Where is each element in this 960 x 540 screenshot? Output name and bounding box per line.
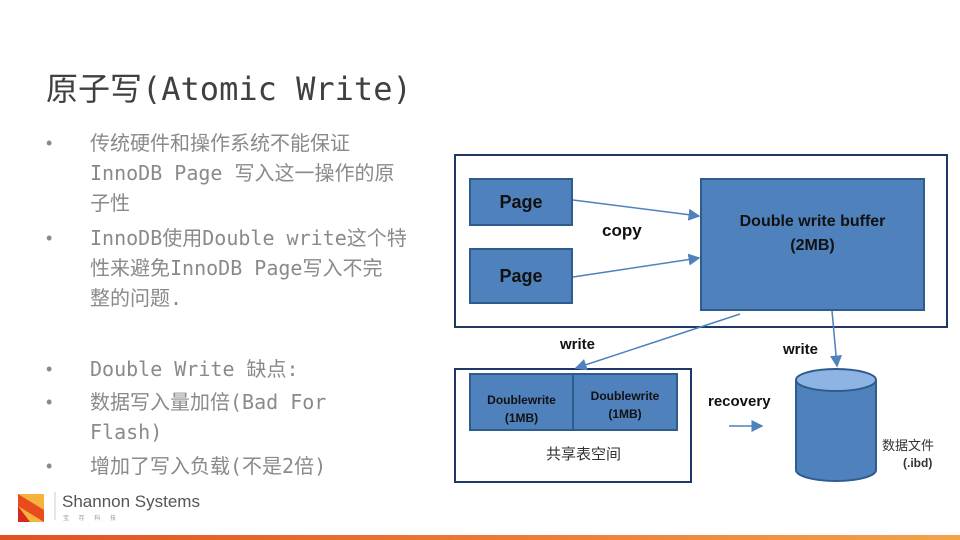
recovery-label: recovery — [708, 393, 771, 410]
doublewrite-box-1: Doublewrite (1MB) — [469, 373, 574, 431]
copy-arrow-2 — [572, 253, 701, 278]
dw1-size: (1MB) — [504, 411, 539, 425]
page-box-2: Page — [469, 248, 573, 304]
bullet-line: 整的问题. — [90, 286, 183, 310]
bullet-line: 增加了写入负载(不是2倍) — [90, 454, 327, 478]
footer-bar — [0, 535, 960, 540]
company-name-cn: 宝 存 科 技 — [63, 516, 121, 522]
bullet-line: Double Write 缺点: — [90, 357, 299, 381]
copy-arrow-1 — [572, 199, 701, 221]
company-name: Shannon Systems — [62, 492, 200, 511]
bullet-line: Flash) — [90, 420, 163, 444]
shannon-logo-icon — [18, 494, 44, 522]
bullet-dot: • — [46, 359, 53, 379]
bullet-line: 性来避免InnoDB Page写入不完 — [90, 256, 383, 280]
bullet-line: InnoDB使用Double write这个特 — [90, 226, 407, 250]
dwb-label: Double write buffer — [739, 213, 886, 230]
write-arrow-right — [830, 310, 843, 368]
bullet-line: InnoDB Page 写入这一操作的原 — [90, 161, 395, 185]
datafile-cylinder — [795, 368, 877, 482]
bullet-dot: • — [46, 133, 53, 153]
dw2-label: Doublewrite — [590, 389, 660, 403]
bullet-line: 数据写入量加倍(Bad For — [90, 390, 327, 414]
doublewrite-box-2: Doublewrite (1MB) — [572, 373, 678, 431]
slide-title: 原子写(Atomic Write) — [46, 70, 412, 108]
bullet-dot: • — [46, 228, 53, 248]
shared-tablespace-label: 共享表空间 — [546, 446, 622, 463]
bullet-line: 传统硬件和操作系统不能保证 — [90, 131, 350, 155]
bullet-line: 子性 — [90, 191, 130, 215]
dwb-size: (2MB) — [790, 237, 835, 254]
datafile-label: 数据文件 — [882, 438, 935, 453]
write-label-right: write — [783, 341, 819, 358]
page-box-1: Page — [469, 178, 573, 226]
dw2-size: (1MB) — [608, 407, 642, 421]
shared-tablespace-frame — [454, 368, 692, 483]
dw1-label: Doublewrite — [487, 393, 556, 407]
write-arrow-left — [574, 313, 741, 371]
bullet-dot: • — [46, 456, 53, 476]
write-label-left: write — [560, 336, 596, 353]
double-write-buffer: Double write buffer (2MB) — [700, 178, 925, 311]
copy-label: copy — [602, 221, 642, 240]
bullet-dot: • — [46, 392, 53, 412]
datafile-ext: (.ibd) — [903, 456, 933, 470]
